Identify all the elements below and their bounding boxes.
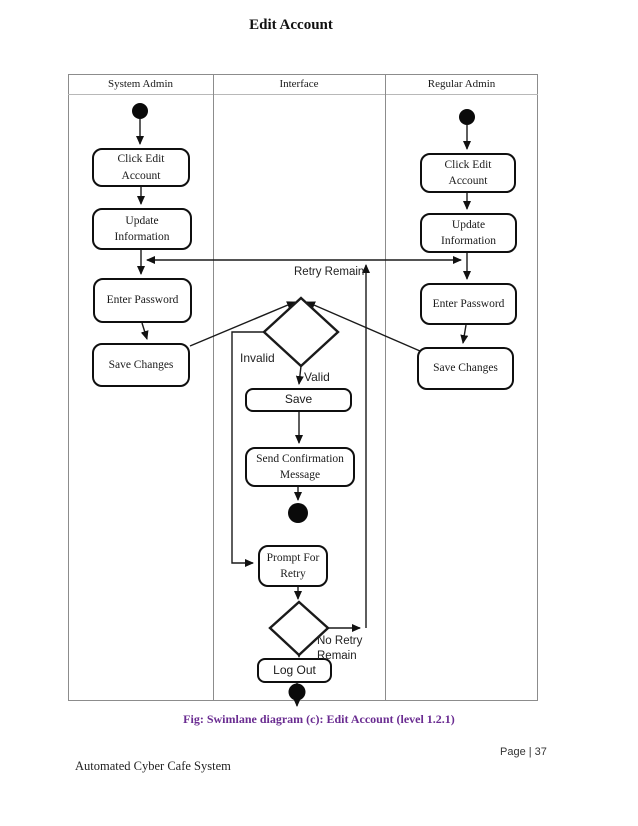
activity-sa-update-information: Update Information: [92, 208, 192, 250]
figure-caption: Fig: Swimlane diagram (c): Edit Account …: [183, 712, 455, 726]
edge-label-retry-remain: Retry Remain: [294, 266, 365, 278]
edge-label-valid: Valid: [304, 370, 330, 384]
activity-if-save: Save: [245, 388, 352, 412]
lane-header-regular-admin: Regular Admin: [385, 74, 538, 95]
activity-sa-enter-password: Enter Password: [93, 278, 192, 323]
swimlane-table: [68, 74, 538, 701]
edge-label-no-retry-remain: No Retry Remain: [317, 635, 363, 662]
edge-label-invalid: Invalid: [240, 351, 275, 365]
lane-header-interface: Interface: [213, 74, 385, 95]
activity-ra-enter-password: Enter Password: [420, 283, 517, 325]
page-number: Page | 37: [500, 746, 547, 758]
page-title: Edit Account: [249, 17, 333, 33]
activity-ra-save-changes: Save Changes: [417, 347, 514, 390]
lane-separator: [385, 74, 386, 701]
activity-ra-click-edit-account: Click Edit Account: [420, 153, 516, 193]
activity-ra-update-information: Update Information: [420, 213, 517, 253]
document-footer-title: Automated Cyber Cafe System: [75, 759, 231, 773]
activity-if-send-confirmation: Send Confirmation Message: [245, 447, 355, 487]
lane-header-system-admin: System Admin: [68, 74, 213, 95]
activity-sa-click-edit-account: Click Edit Account: [92, 148, 190, 187]
activity-sa-save-changes: Save Changes: [92, 343, 190, 387]
activity-if-prompt-for-retry: Prompt For Retry: [258, 545, 328, 587]
lane-separator: [213, 74, 214, 701]
activity-if-log-out: Log Out: [257, 658, 332, 683]
